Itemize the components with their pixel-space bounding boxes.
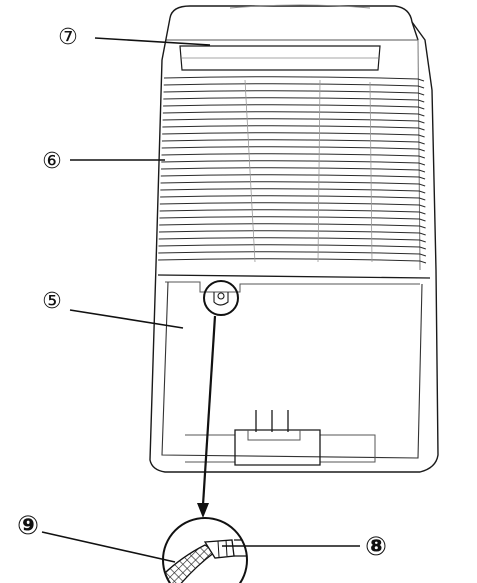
grille-slat xyxy=(163,97,425,103)
water-tank xyxy=(157,274,431,466)
grille-seam xyxy=(317,79,321,263)
grille-slat xyxy=(161,139,425,145)
grille-slat xyxy=(163,104,425,110)
grille-slat xyxy=(162,118,425,124)
zoom-detail xyxy=(162,517,248,583)
grille-slat xyxy=(158,244,426,250)
grille-slat xyxy=(159,209,426,215)
grille-slat xyxy=(162,132,425,138)
detail-circle-small xyxy=(203,280,239,316)
callout-6: ⑥ xyxy=(42,149,62,174)
grille-slat xyxy=(161,146,425,152)
grille-slat xyxy=(159,216,426,222)
grille-slat xyxy=(163,76,425,82)
grille-slat xyxy=(160,174,426,180)
grille-slat xyxy=(158,237,426,243)
callout-5: ⑤ xyxy=(42,289,62,314)
callout-9: ⑨ xyxy=(17,511,39,541)
grille-slat xyxy=(163,90,425,96)
grille-slat xyxy=(163,83,425,89)
grille-slat xyxy=(160,188,426,194)
drain-outlet-icon xyxy=(213,292,229,306)
grille-slat xyxy=(159,223,426,229)
grille-slat xyxy=(160,195,426,201)
callout-7: ⑦ xyxy=(58,25,78,50)
grille-slat xyxy=(162,125,425,131)
grille-slat xyxy=(160,181,426,187)
grille-slat xyxy=(161,167,426,173)
control-panel xyxy=(179,45,381,71)
air-intake-grille xyxy=(158,76,427,264)
grille-slat xyxy=(159,202,426,208)
unit-body xyxy=(149,4,439,473)
grille-slat xyxy=(161,153,425,159)
grille-slat xyxy=(158,251,427,257)
grille-slat xyxy=(158,258,427,264)
zoom-arrow xyxy=(197,315,217,518)
grille-slat xyxy=(162,111,425,117)
grille-seam xyxy=(369,81,373,263)
grille-slat xyxy=(161,160,426,166)
leader-lines xyxy=(41,37,360,563)
grille-seam xyxy=(244,79,256,263)
grille-slat xyxy=(158,230,426,236)
callout-8: ⑧ xyxy=(365,532,387,562)
